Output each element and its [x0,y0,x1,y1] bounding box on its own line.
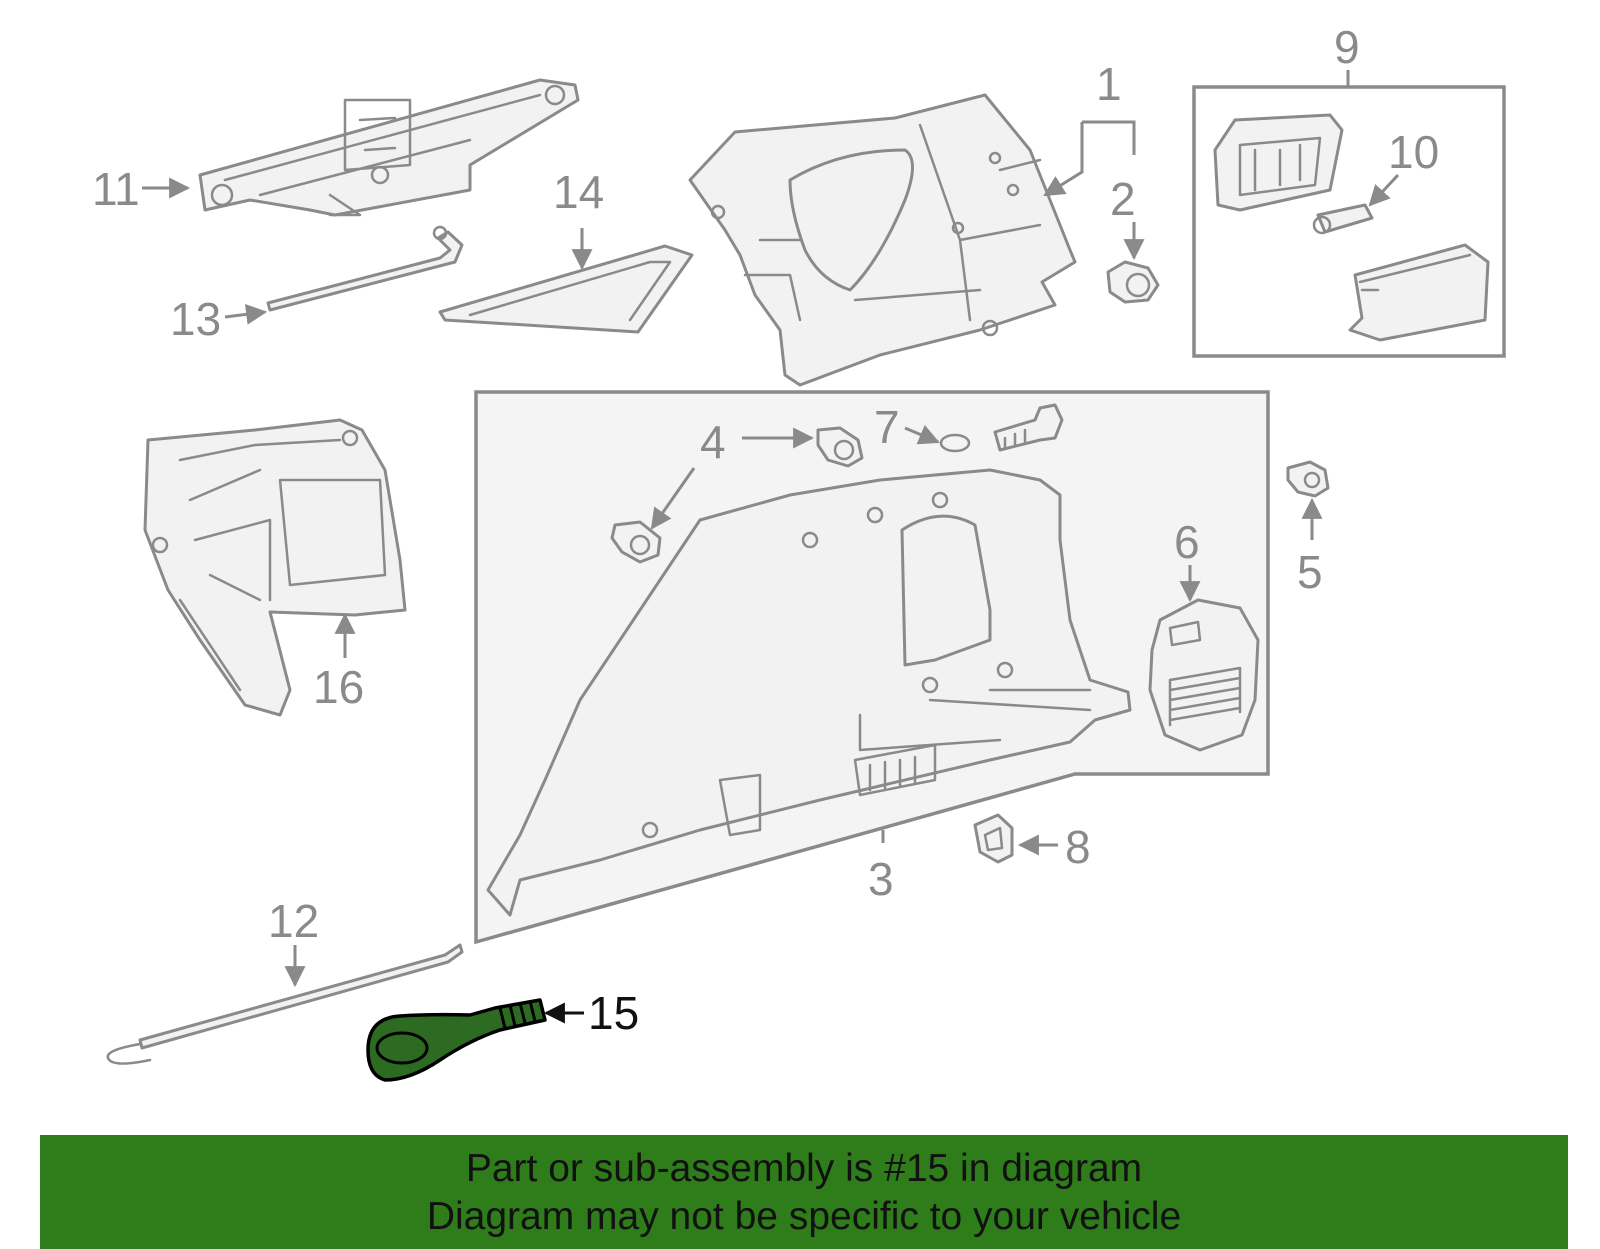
part-7-washer[interactable] [939,433,971,453]
callout-1: 1 [1096,58,1122,110]
callout-5: 5 [1297,546,1323,598]
part-8-clip[interactable] [973,813,1014,864]
part-6-vent-cover[interactable] [1148,598,1260,752]
callout-7: 7 [874,401,900,453]
group-9-box [1192,70,1506,358]
callout-8: 8 [1065,821,1091,873]
callout-10: 10 [1388,126,1439,178]
banner-line-1: Part or sub-assembly is #15 in diagram [465,1147,1143,1190]
part-14-trim-cover[interactable] [438,244,694,334]
callout-9: 9 [1334,21,1360,73]
part-9-lamp-lens[interactable] [1348,243,1490,342]
info-banner: Part or sub-assembly is #15 in diagram D… [40,1135,1568,1249]
callout-6: 6 [1174,516,1200,568]
part-3-quarter-trim-lower[interactable] [486,468,1132,917]
banner-line-2: Diagram may not be specific to your vehi… [426,1195,1182,1238]
callout-15: 15 [588,987,639,1039]
callout-2: 2 [1110,173,1136,225]
part-13-jack-handle[interactable] [266,225,464,312]
part-2-clip[interactable] [1106,260,1160,304]
part-9-lamp-housing[interactable] [1213,113,1344,212]
part-1-quarter-trim-upper[interactable] [688,93,1077,387]
part-4-clip-b[interactable] [610,520,662,564]
part-bolt[interactable] [993,403,1064,452]
part-11-jack[interactable] [198,78,580,217]
part-10-bulb[interactable] [1312,203,1374,235]
part-15-tool-highlighted[interactable] [366,998,547,1082]
callout-3: 3 [868,853,894,905]
callout-4: 4 [700,416,726,468]
part-12-extension-rod[interactable] [106,943,464,1065]
callout-16: 16 [313,661,364,713]
part-16-bracket[interactable] [143,418,407,717]
callout-13: 13 [170,293,221,345]
callout-12: 12 [268,895,319,947]
callout-14: 14 [553,166,604,218]
callout-11: 11 [92,163,140,215]
part-4-clip-a[interactable] [816,426,864,468]
part-5-clip[interactable] [1286,460,1330,498]
